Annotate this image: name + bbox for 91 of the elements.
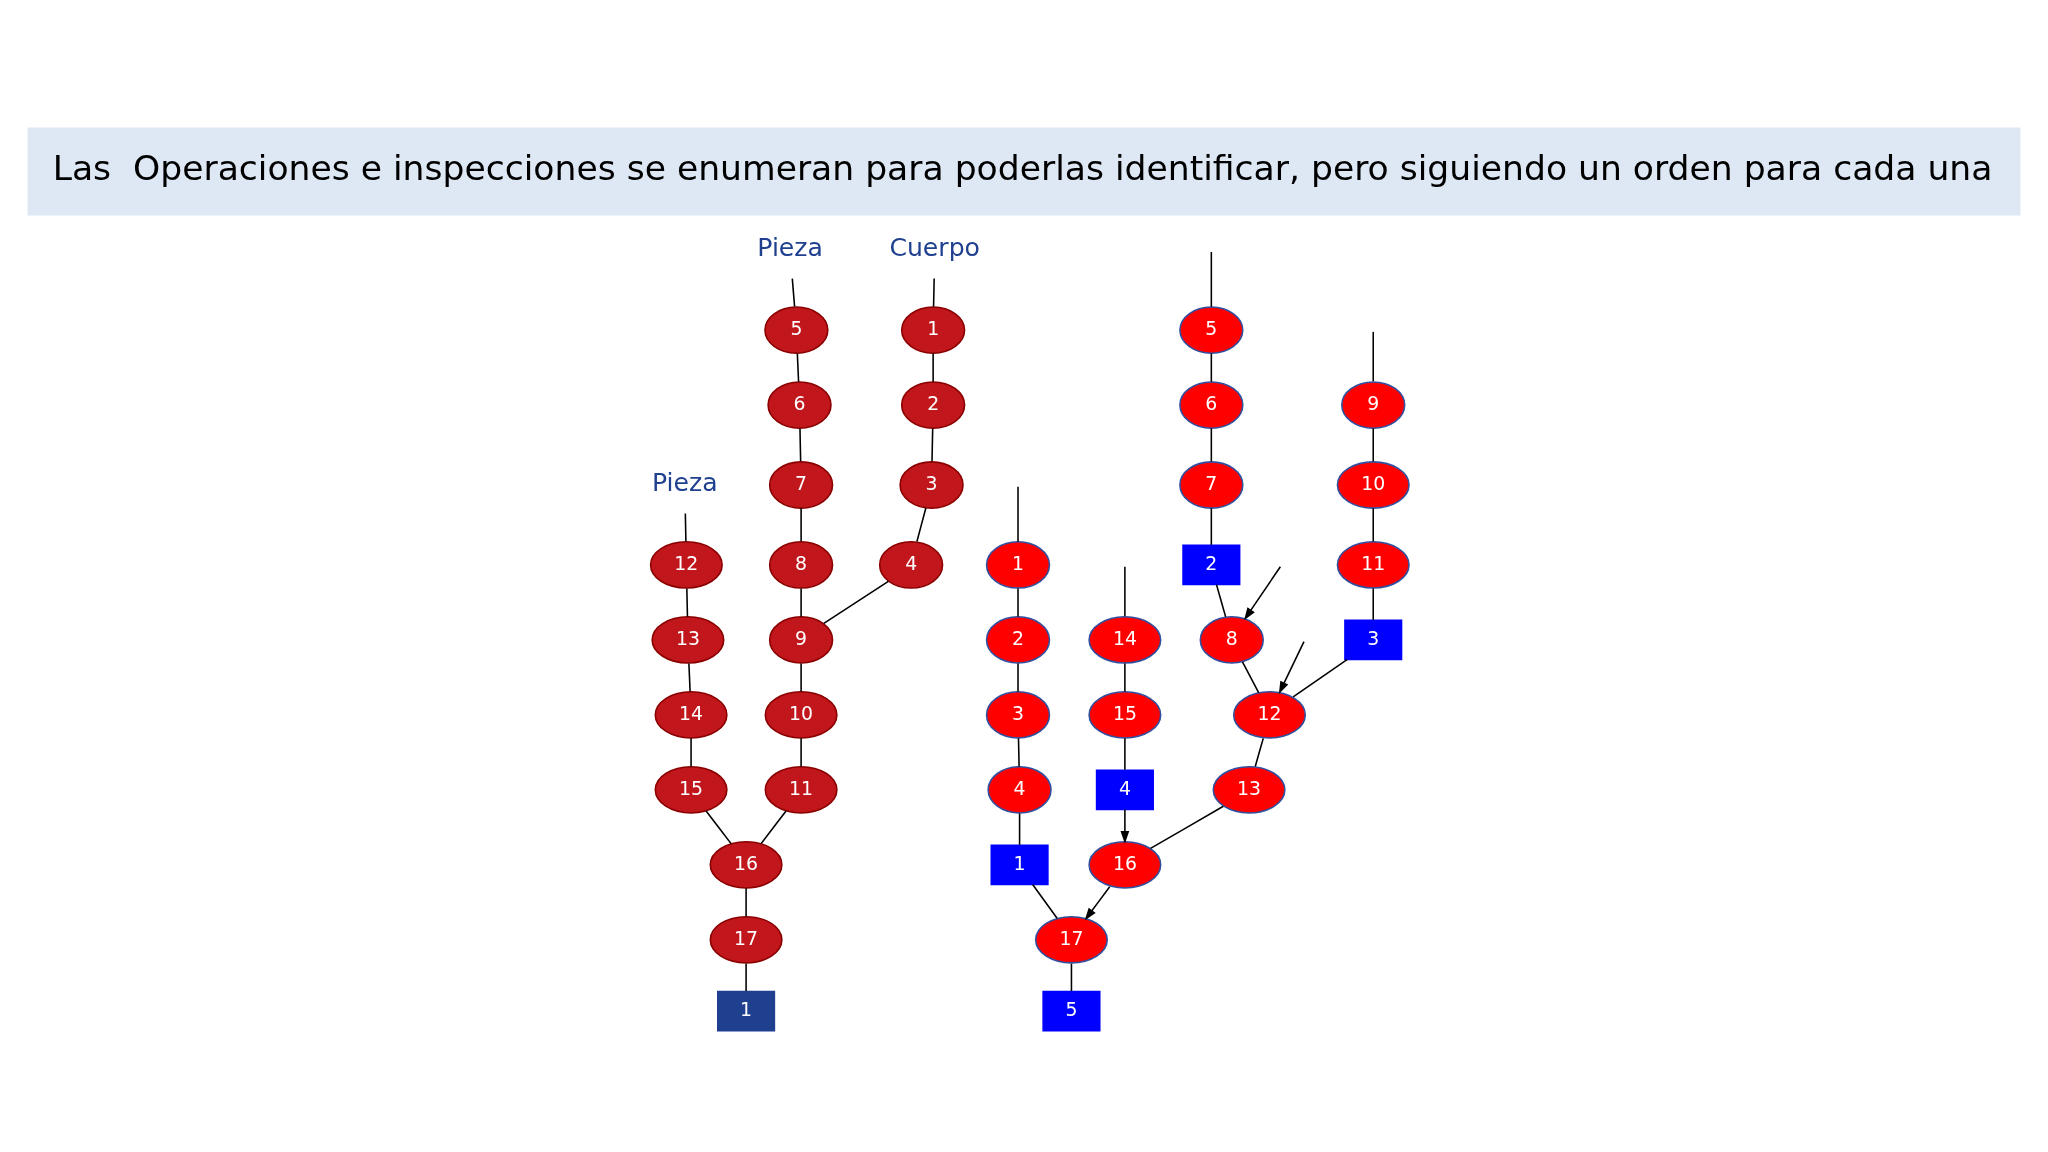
node-ellipse: 11 (1336, 541, 1410, 589)
node-box: 2 (1182, 544, 1241, 586)
node-ellipse: 14 (1088, 616, 1162, 664)
node-ellipse: 14 (654, 691, 728, 739)
node-ellipse: 11 (764, 765, 838, 814)
connector (1031, 883, 1058, 920)
connector (800, 662, 802, 693)
connector (686, 587, 689, 618)
node-ellipse: 5 (764, 306, 829, 354)
connector (791, 277, 796, 308)
node-text: Cuerpo (889, 233, 980, 263)
diagram-title: Las Operaciones e inspecciones se enumeran para poderlas identificar, pero siguiendo un orden para cada una (52, 148, 1993, 189)
node-ellipse: 1 (900, 306, 966, 354)
connector (1210, 507, 1213, 546)
connector (1372, 331, 1375, 382)
node-box: 5 (1042, 990, 1101, 1032)
connector (1017, 662, 1019, 693)
node-ellipse: 1 (985, 541, 1051, 589)
node-ellipse: 15 (654, 765, 728, 814)
connector (800, 507, 802, 543)
node-ellipse: 16 (709, 840, 783, 889)
connector (1017, 587, 1019, 618)
connector (684, 512, 687, 543)
connector (1124, 662, 1126, 693)
connector (1017, 737, 1020, 768)
node-ellipse: 17 (709, 915, 783, 964)
connector (1017, 486, 1019, 543)
node-ellipse: 12 (1232, 691, 1307, 739)
node-ellipse: 3 (985, 691, 1051, 739)
node-ellipse: 17 (1034, 915, 1108, 964)
connector (1372, 587, 1375, 621)
node-ellipse: 5 (1179, 306, 1244, 354)
connector (1149, 805, 1225, 850)
connector (690, 737, 692, 768)
node-ellipse: 12 (649, 541, 723, 589)
node-ellipse: 4 (987, 765, 1052, 814)
node-ellipse: 2 (985, 616, 1051, 664)
connector (800, 737, 802, 768)
node-text: Pieza (757, 233, 823, 263)
node-text: Pieza (651, 467, 718, 497)
connector (1018, 812, 1021, 846)
node-ellipse: 8 (1199, 616, 1264, 664)
node-ellipse: 3 (899, 461, 964, 509)
node-box: 1 (717, 990, 776, 1032)
connector (1124, 737, 1126, 771)
connector (799, 427, 802, 463)
node-ellipse: 15 (1088, 691, 1162, 739)
connector (1210, 427, 1213, 463)
node-ellipse: 9 (1341, 381, 1406, 429)
connector (916, 507, 927, 543)
connector (800, 587, 802, 618)
node-ellipse: 7 (768, 461, 834, 509)
connector (705, 810, 732, 845)
connector (1124, 565, 1126, 617)
connector (1215, 583, 1227, 618)
connector (745, 962, 747, 992)
connector (1254, 737, 1265, 768)
connector (932, 277, 935, 308)
node-box: 1 (990, 844, 1049, 886)
arrow (1278, 640, 1305, 694)
arrow (1244, 565, 1282, 621)
connector (932, 352, 934, 383)
connector (1241, 661, 1260, 694)
node-ellipse: 7 (1179, 461, 1244, 509)
node-ellipse: 6 (767, 381, 832, 429)
node-ellipse: 4 (878, 541, 944, 589)
connector (688, 662, 691, 693)
node-ellipse: 16 (1088, 840, 1162, 889)
connector (1372, 427, 1375, 463)
node-ellipse: 10 (1336, 461, 1410, 509)
connector (1210, 251, 1213, 308)
node-ellipse: 13 (1212, 765, 1286, 814)
connector (931, 427, 934, 463)
connector (796, 352, 800, 383)
connector (745, 887, 747, 918)
node-box: 3 (1344, 619, 1403, 661)
node-ellipse: 9 (768, 616, 834, 664)
connector (1070, 962, 1073, 992)
arrow (1084, 886, 1111, 921)
node-ellipse: 8 (768, 541, 834, 589)
node-ellipse: 13 (651, 616, 725, 664)
connector (823, 580, 890, 625)
connector (1292, 658, 1348, 698)
node-ellipse: 6 (1179, 381, 1244, 429)
connector (760, 810, 787, 845)
connector (1210, 352, 1213, 383)
arrow (1120, 808, 1130, 844)
node-ellipse: 10 (764, 691, 838, 739)
node-ellipse: 2 (900, 381, 966, 429)
connector (1372, 507, 1375, 543)
node-box: 4 (1095, 769, 1154, 811)
